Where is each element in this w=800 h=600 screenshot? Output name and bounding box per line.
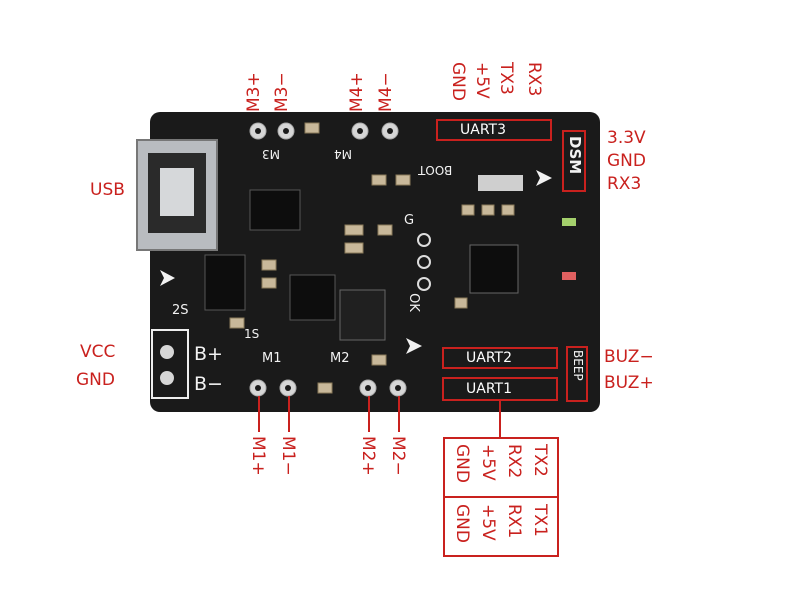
m2-plus-label: M2+ xyxy=(358,436,378,476)
silk-2s: 2S xyxy=(172,303,189,318)
m3-plus-label: M3+ xyxy=(244,72,264,112)
uart3-tx-label: TX3 xyxy=(496,62,516,95)
uart3-rx-label: RX3 xyxy=(524,62,544,97)
arrow-marker-3 xyxy=(406,338,422,354)
silk-ok: OK xyxy=(405,293,421,312)
uart1-5v-label: +5V xyxy=(478,504,498,541)
crystal xyxy=(478,175,523,191)
inductor xyxy=(339,289,386,341)
uart2-box xyxy=(442,347,558,369)
m4-minus-label: M4− xyxy=(376,72,396,112)
silk-b-minus: B− xyxy=(194,373,223,395)
regulator-chip xyxy=(204,254,246,311)
uart2-rx-label: RX2 xyxy=(504,444,524,479)
silk-m4: M4 xyxy=(334,147,352,161)
uart2-tx-label: TX2 xyxy=(530,444,550,477)
dsm-3v3-label: 3.3V xyxy=(607,128,646,148)
uart3-label: UART3 xyxy=(460,122,506,138)
usb-port-tongue xyxy=(160,168,194,216)
uart3-box xyxy=(436,119,552,141)
uart1-box xyxy=(442,377,558,401)
usb-label: USB xyxy=(90,180,125,200)
m1-minus-line xyxy=(288,396,290,432)
silk-boot: BOOT xyxy=(418,163,453,177)
buz-plus-label: BUZ+ xyxy=(604,373,654,393)
mosfet-chip xyxy=(249,189,301,231)
uart-table-divider xyxy=(443,496,559,498)
m1-plus-label: M1+ xyxy=(248,436,268,476)
m4-plus-label: M4+ xyxy=(347,72,367,112)
motor-driver-chip xyxy=(289,274,336,321)
silk-1s: 1S xyxy=(244,327,260,341)
dsm-silk: DSM xyxy=(566,136,584,175)
uart3-gnd-label: GND xyxy=(448,62,468,101)
m1-plus-line xyxy=(258,396,260,432)
dsm-rx3-label: RX3 xyxy=(607,174,642,194)
uart3-5v-label: +5V xyxy=(472,62,492,99)
uart1-rx-label: RX1 xyxy=(504,504,524,539)
m2-minus-label: M2− xyxy=(388,436,408,476)
beep-box xyxy=(566,346,588,402)
silk-b-plus: B+ xyxy=(194,343,223,365)
m3-minus-label: M3− xyxy=(272,72,292,112)
led-red xyxy=(562,272,576,280)
uart2-5v-label: +5V xyxy=(478,444,498,481)
buz-minus-label: BUZ− xyxy=(604,347,654,367)
silk-m2: M2 xyxy=(330,351,350,366)
silk-g: G xyxy=(404,213,415,228)
uart1-tx-label: TX1 xyxy=(530,504,550,537)
m2-plus-line xyxy=(368,396,370,432)
arrow-marker-1 xyxy=(160,270,175,286)
uart2-gnd-label: GND xyxy=(452,444,472,483)
passive-components xyxy=(229,122,515,394)
mcu-chip xyxy=(469,244,519,294)
uart2-label: UART2 xyxy=(466,350,512,366)
silk-m1: M1 xyxy=(262,351,282,366)
beep-silk: BEEP xyxy=(571,350,585,381)
led-green xyxy=(562,218,576,226)
dsm-box xyxy=(562,130,586,192)
dsm-gnd-label: GND xyxy=(607,151,646,171)
vcc-label: VCC xyxy=(80,342,116,362)
silk-m3: M3 xyxy=(262,147,280,161)
uart1-gnd-label: GND xyxy=(452,504,472,543)
uart1-label: UART1 xyxy=(466,381,512,397)
m1-minus-label: M1− xyxy=(278,436,298,476)
arrow-marker-2 xyxy=(536,170,552,186)
uart-table-connector xyxy=(499,401,501,437)
battery-pad-outline xyxy=(151,329,189,399)
m2-minus-line xyxy=(398,396,400,432)
gnd-left-label: GND xyxy=(76,370,115,390)
